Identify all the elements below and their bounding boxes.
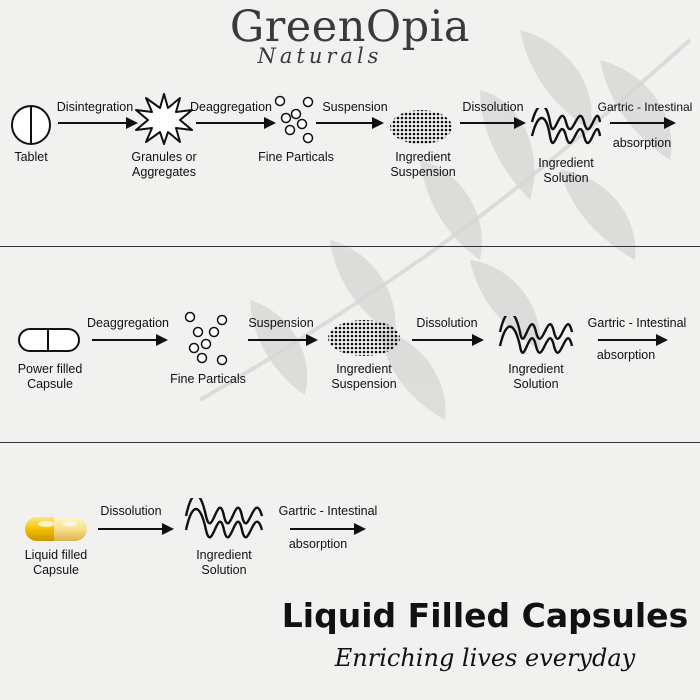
disintegration-label: Disintegration — [56, 100, 134, 114]
arrow-right-icon — [610, 117, 676, 129]
powder-capsule-label: Power filled Capsule — [17, 362, 83, 391]
tablet-label: Tablet — [14, 150, 48, 164]
gartric-intestinal-label: Gartric - Intestinal — [597, 100, 693, 114]
ingredient-solution-label: Ingredient Solution — [196, 548, 252, 577]
fine-particles-icon — [274, 95, 314, 144]
page-title: Liquid Filled Capsules — [281, 596, 689, 635]
arrow-right-icon — [248, 334, 318, 346]
deaggregation-label: Deaggregation — [189, 100, 272, 114]
dissolution-label: Dissolution — [416, 316, 478, 330]
arrow-right-icon — [316, 117, 384, 129]
tablet-icon — [11, 105, 51, 145]
solution-wave-icon — [498, 316, 574, 354]
section-divider — [0, 246, 700, 247]
granules-label: Granules or Aggregates — [131, 150, 197, 179]
arrow-right-icon — [290, 523, 366, 535]
arrow-right-icon — [98, 523, 174, 535]
ingredient-suspension-label: Ingredient Suspension — [390, 150, 456, 179]
fine-particles-icon — [184, 311, 228, 366]
arrow-right-icon — [460, 117, 526, 129]
brand-logo: GreenOpia Naturals — [0, 0, 700, 80]
arrow-right-icon — [92, 334, 168, 346]
deaggregation-label: Deaggregation — [86, 316, 169, 330]
liquid-capsule-label: Liquid filled Capsule — [24, 548, 88, 577]
powder-capsule-icon — [18, 328, 80, 352]
suspension-label: Suspension — [322, 100, 388, 114]
section-divider — [0, 442, 700, 443]
arrow-right-icon — [58, 117, 138, 129]
brand-name: GreenOpia — [229, 2, 471, 52]
absorption-label: absorption — [596, 348, 656, 362]
ingredient-solution-label: Ingredient Solution — [538, 156, 594, 185]
brand-sub: Naturals — [257, 44, 383, 68]
fine-particals-label: Fine Particals — [258, 150, 334, 164]
ingredient-solution-label: Ingredient Solution — [508, 362, 564, 391]
arrow-right-icon — [412, 334, 484, 346]
tagline: Enriching lives everyday — [334, 644, 636, 672]
dissolution-label: Dissolution — [100, 504, 162, 518]
fine-particals-label: Fine Particals — [170, 372, 246, 386]
gartric-intestinal-label: Gartric - Intestinal — [278, 504, 378, 518]
granules-icon — [135, 93, 193, 145]
arrow-right-icon — [598, 334, 668, 346]
suspension-icon — [390, 110, 452, 144]
solution-wave-icon — [184, 498, 264, 539]
suspension-icon — [328, 320, 400, 356]
absorption-label: absorption — [612, 136, 672, 150]
arrow-right-icon — [196, 117, 276, 129]
suspension-label: Suspension — [248, 316, 314, 330]
absorption-label: absorption — [288, 537, 348, 551]
solution-wave-icon — [530, 108, 602, 145]
dissolution-label: Dissolution — [462, 100, 524, 114]
liquid-capsule-icon — [25, 517, 87, 541]
ingredient-suspension-label: Ingredient Suspension — [331, 362, 397, 391]
gartric-intestinal-label: Gartric - Intestinal — [587, 316, 687, 330]
